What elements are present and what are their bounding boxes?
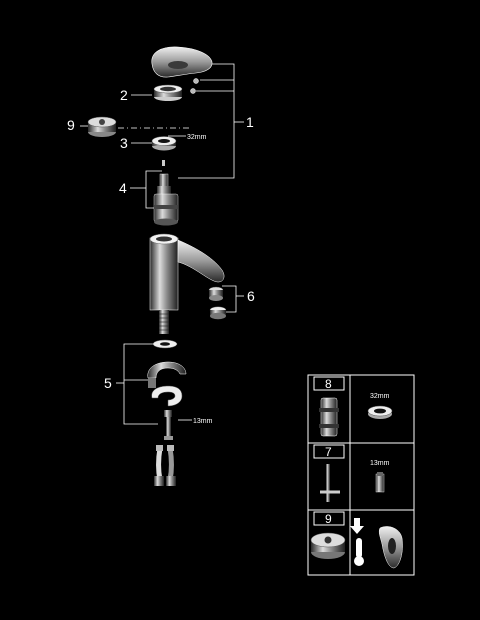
legend-dim-13mm: 13mm [370, 460, 390, 467]
hex-key-icon [320, 464, 340, 502]
cartridge-4 [153, 173, 179, 226]
temperature-limiter-icon [310, 532, 346, 559]
faucet-body [149, 233, 225, 334]
legend-dim-32mm: 32mm [370, 393, 390, 400]
callout-1: 1 [246, 114, 254, 130]
aerator-6 [208, 286, 227, 320]
dimension-32mm: 32mm [187, 134, 207, 141]
socket-icon [375, 472, 385, 493]
thermometer-icon [350, 518, 364, 566]
cartridge-tool-icon [319, 397, 339, 437]
legend-box [307, 374, 415, 576]
callout-6: 6 [247, 288, 255, 304]
callout-2: 2 [120, 87, 128, 103]
cartridge-cap-9 [87, 116, 117, 137]
leader-lines [80, 63, 244, 425]
legend-label-7: 7 [325, 445, 332, 459]
pin [162, 160, 165, 166]
lever-icon [378, 526, 403, 569]
screw-small [190, 78, 199, 94]
legend-label-8: 8 [325, 377, 332, 391]
callout-4: 4 [119, 180, 127, 196]
legend-label-9: 9 [325, 512, 332, 526]
flexible-hoses [154, 445, 176, 486]
callout-9: 9 [67, 117, 75, 133]
lever-handle [151, 46, 213, 78]
mounting-set-5 [147, 339, 187, 440]
callout-3: 3 [120, 135, 128, 151]
ring-nut-icon [367, 405, 393, 419]
callout-5: 5 [104, 375, 112, 391]
ring-nut-3 [151, 136, 177, 151]
dimension-13mm: 13mm [193, 418, 213, 425]
cap-part-2 [153, 84, 183, 101]
